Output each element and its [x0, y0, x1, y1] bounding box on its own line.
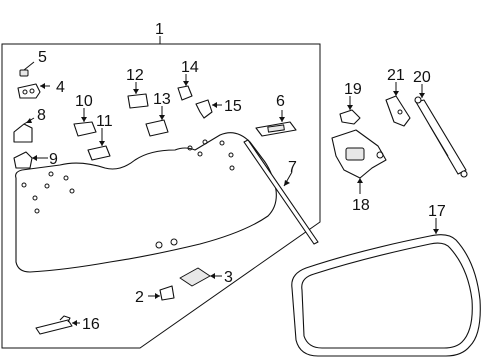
- part-9-retainer: [13, 151, 33, 169]
- callout-5: 5: [38, 49, 47, 66]
- part-8-retainer: [13, 123, 33, 143]
- callout-9: 9: [49, 151, 58, 168]
- callout-1: 1: [155, 21, 164, 38]
- callout-21: 21: [387, 67, 405, 84]
- callout-10: 10: [75, 93, 93, 110]
- callout-19: 19: [344, 81, 362, 98]
- callout-16: 16: [82, 316, 100, 333]
- callout-labels: 1 2 3 4 5 6 7 8 9 10 11 12 13 14 15 16 1…: [37, 21, 446, 333]
- group-box-1: [1, 43, 321, 349]
- part-15-clip: [195, 99, 213, 119]
- back-glass: [15, 132, 277, 273]
- callout-7: 7: [288, 159, 297, 176]
- callout-14: 14: [181, 59, 199, 76]
- part-3-pad: [179, 267, 211, 287]
- part-4-bracket: [17, 83, 41, 99]
- callout-3: 3: [224, 269, 233, 286]
- part-20-lift-support: [415, 99, 467, 175]
- callout-15: 15: [224, 98, 242, 115]
- part-14-clip: [177, 85, 193, 101]
- callout-8: 8: [37, 107, 46, 124]
- callout-2: 2: [135, 289, 144, 306]
- callout-17: 17: [428, 203, 446, 220]
- part-10-clip: [73, 121, 97, 137]
- glass-mounting-holes: [21, 139, 235, 249]
- part-12-clip: [127, 93, 149, 109]
- part-11-clip: [87, 145, 111, 161]
- callout-12: 12: [126, 67, 144, 84]
- part-5-clip: [19, 69, 29, 77]
- callout-13: 13: [153, 91, 171, 108]
- callout-6: 6: [276, 93, 285, 110]
- part-7-molding: [243, 139, 319, 245]
- part-2-cap: [159, 285, 175, 301]
- callout-18: 18: [352, 197, 370, 214]
- part-19-bolt: [339, 109, 361, 125]
- callout-20: 20: [413, 69, 431, 86]
- part-13-clip: [145, 119, 169, 137]
- callout-4: 4: [56, 79, 65, 96]
- callout-11: 11: [96, 113, 113, 130]
- part-16-bracket: [35, 315, 73, 335]
